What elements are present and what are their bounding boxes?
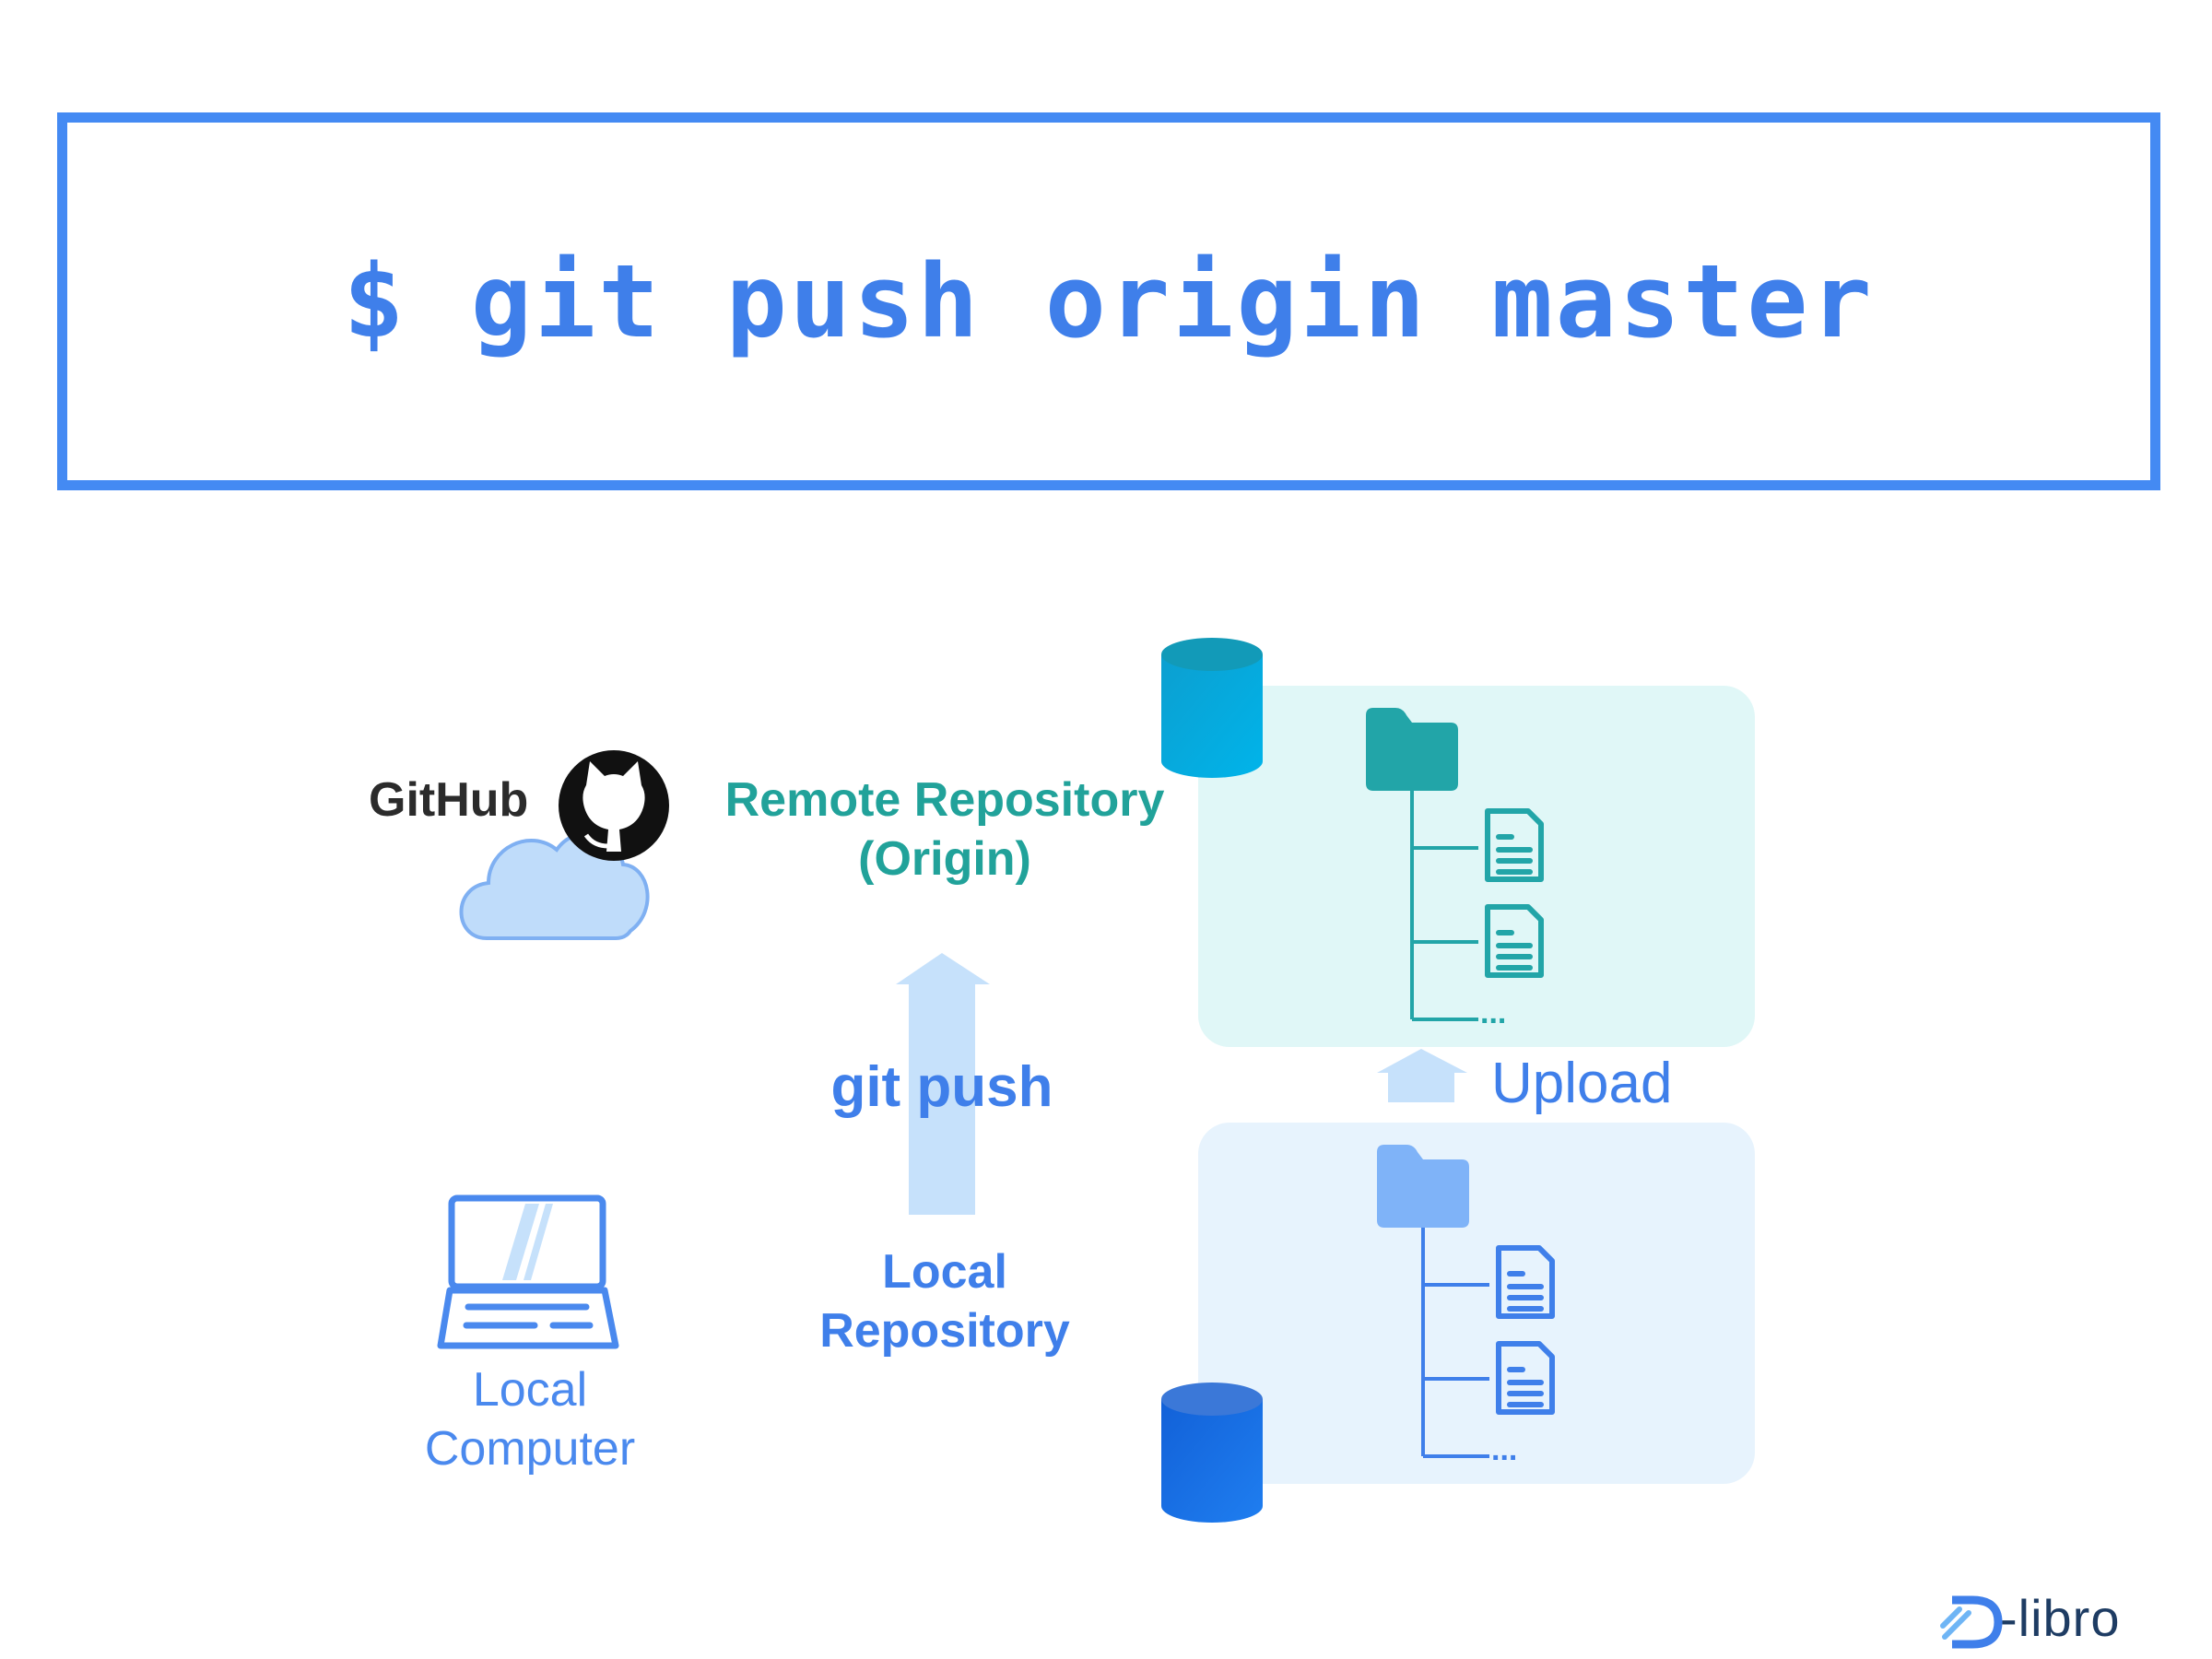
local-repository-label: Local Repository — [774, 1242, 1115, 1360]
git-push-label: git push — [830, 1055, 1053, 1119]
local-repository-panel — [1198, 1123, 1755, 1484]
upload-arrow-icon — [1377, 1049, 1467, 1102]
local-computer-label-line1: Local — [472, 1363, 588, 1417]
remote-database-icon — [1161, 638, 1263, 778]
remote-repository-panel — [1198, 686, 1755, 1047]
local-computer-label-line2: Computer — [424, 1422, 636, 1476]
git-push-arrow-icon — [896, 953, 990, 1215]
remote-repository-label-line2: (Origin) — [858, 832, 1031, 886]
github-icon — [559, 750, 669, 861]
remote-tree-ellipsis: ... — [1480, 995, 1506, 1030]
local-database-icon — [1161, 1382, 1263, 1523]
local-file-icon — [1496, 1341, 1555, 1415]
laptop-screen-glare — [502, 1204, 539, 1280]
command-box — [57, 112, 2160, 490]
remote-folder-icon — [1366, 708, 1458, 791]
dlibro-logo-text: -libro — [2000, 1589, 2121, 1647]
upload-label: Upload — [1491, 1052, 1673, 1115]
dlibro-logo-icon — [1940, 1595, 2003, 1649]
remote-repository-label-line1: Remote Repository — [724, 773, 1165, 827]
remote-file-icon — [1485, 904, 1544, 978]
local-tree-ellipsis: ... — [1491, 1432, 1517, 1467]
remote-tree-lines — [1410, 791, 1478, 1021]
local-computer-label: Local Computer — [369, 1360, 691, 1478]
laptop-icon — [437, 1194, 619, 1349]
local-tree-lines — [1421, 1228, 1489, 1458]
local-file-icon — [1496, 1245, 1555, 1319]
local-repository-label-line2: Repository — [819, 1304, 1070, 1358]
laptop-screen-glare — [524, 1204, 553, 1280]
remote-file-icon — [1485, 808, 1544, 882]
local-folder-icon — [1377, 1145, 1469, 1228]
remote-repository-label: Remote Repository (Origin) — [719, 771, 1171, 888]
local-repository-label-line1: Local — [882, 1245, 1007, 1299]
github-label: GitHub — [369, 773, 529, 827]
command-text: $ git push origin master — [343, 242, 1875, 360]
